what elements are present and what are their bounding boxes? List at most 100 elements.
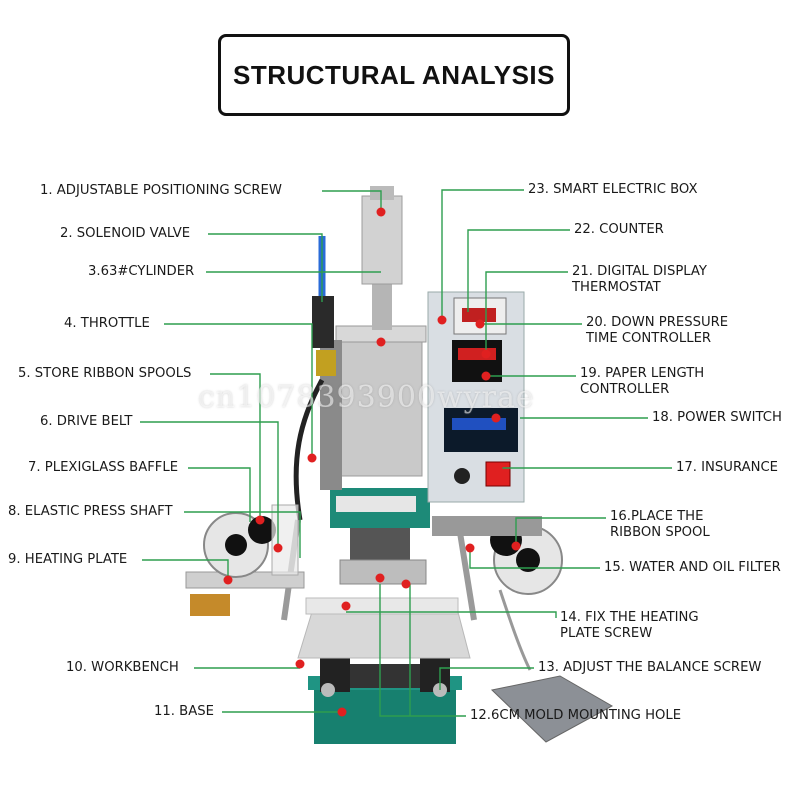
dot-9 [223, 575, 233, 585]
pedal-cable [498, 589, 532, 671]
throttle [316, 350, 336, 376]
label-9: 9. HEATING PLATE [8, 552, 128, 567]
dot-3 [376, 337, 386, 347]
label-20-line1: 20. DOWN PRESSURE [586, 315, 729, 330]
leader-l5 [210, 373, 261, 520]
dot-17 [493, 463, 503, 473]
label-15: 15. WATER AND OIL FILTER [604, 560, 781, 575]
dot-6 [273, 543, 283, 553]
head-plate [336, 496, 416, 512]
positioning-screw-top [370, 186, 394, 200]
cylinder-frame [320, 340, 342, 490]
label-2: 2. SOLENOID VALVE [60, 226, 191, 241]
dot-1 [376, 207, 386, 217]
label-11: 11. BASE [154, 704, 214, 719]
counter-display [462, 308, 496, 322]
foot-pedal [490, 675, 614, 743]
leader-l16 [515, 517, 606, 546]
label-21-line1: 21. DIGITAL DISPLAY [572, 264, 707, 279]
leader-l4 [164, 323, 313, 458]
insurance-fuse [454, 468, 470, 484]
heating-plate-body [350, 528, 410, 562]
label-21-line2: THERMOSTAT [572, 280, 661, 295]
leader-l2 [208, 233, 323, 302]
leader-l15 [469, 548, 600, 569]
machine-base [314, 686, 456, 744]
label-21: 21. DIGITAL DISPLAY THERMOSTAT [572, 264, 707, 296]
page-title: STRUCTURAL ANALYSIS [232, 59, 555, 90]
label-16-line2: RIBBON SPOOL [610, 525, 710, 540]
label-7: 7. PLEXIGLASS BAFFLE [28, 460, 179, 475]
leader-l6 [140, 421, 279, 548]
dot-11 [337, 707, 347, 717]
label-3: 3.63#CYLINDER [88, 264, 195, 279]
dot-19 [481, 371, 491, 381]
dot-4 [307, 453, 317, 463]
leader-l9 [142, 559, 229, 580]
label-22: 22. COUNTER [574, 222, 664, 237]
leader-lines [140, 189, 672, 717]
label-14-line1: 14. FIX THE HEATING [560, 610, 699, 625]
cylinder-body [339, 325, 423, 477]
label-1: 1. ADJUSTABLE POSITIONING SCREW [40, 183, 282, 198]
cylinder-rod [372, 280, 392, 330]
thermostat [452, 340, 502, 382]
label-13: 13. ADJUST THE BALANCE SCREW [538, 660, 762, 675]
title-box: STRUCTURAL ANALYSIS [218, 34, 570, 116]
label-16: 16.PLACE THE RIBBON SPOOL [610, 509, 710, 541]
dot-21 [481, 349, 491, 359]
label-16-line1: 16.PLACE THE [610, 509, 704, 524]
dot-12b [401, 579, 411, 589]
label-23: 23. SMART ELECTRIC BOX [528, 182, 698, 197]
dot-14 [341, 601, 351, 611]
balance-screw-left [321, 683, 335, 697]
dot-23 [437, 315, 447, 325]
label-17: 17. INSURANCE [676, 460, 778, 475]
ribbon-spool-left-inner [248, 516, 276, 544]
ribbon-spool-right-hub [516, 548, 540, 572]
label-14-line2: PLATE SCREW [560, 626, 653, 641]
label-6: 6. DRIVE BELT [40, 414, 133, 429]
leader-l23 [441, 189, 524, 320]
solenoid-valve [312, 296, 334, 348]
leader-l1 [322, 190, 382, 212]
label-4: 4. THROTTLE [64, 316, 150, 331]
leader-l13 [439, 667, 534, 690]
ribbon-arm-right [432, 516, 542, 536]
label-18: 18. POWER SWITCH [652, 410, 782, 425]
column-right [455, 519, 477, 621]
workbench [297, 611, 471, 659]
marker-dots [223, 207, 521, 717]
timer-display [452, 418, 506, 430]
leader-l7 [188, 467, 251, 522]
leader-l14 [346, 611, 557, 618]
dot-5 [255, 515, 265, 525]
plexiglass-baffle [271, 504, 299, 576]
base-inner [350, 664, 420, 688]
heating-plate-frame [339, 559, 427, 585]
watermark-text: cn1078393900wyrae [198, 380, 535, 415]
ribbon-clamp-left [190, 594, 230, 616]
ribbon-spool-left-hub [225, 534, 247, 556]
label-5: 5. STORE RIBBON SPOOLS [18, 366, 192, 381]
label-14: 14. FIX THE HEATING PLATE SCREW [560, 610, 699, 642]
label-10: 10. WORKBENCH [66, 660, 179, 675]
label-12: 12.6CM MOLD MOUNTING HOLE [470, 708, 682, 723]
label-20: 20. DOWN PRESSURE TIME CONTROLLER [586, 315, 728, 347]
leader-l12 [379, 584, 466, 717]
dot-18 [491, 413, 501, 423]
leader-l22 [467, 229, 570, 312]
label-8: 8. ELASTIC PRESS SHAFT [8, 504, 173, 519]
dot-15 [465, 543, 475, 553]
leader-l21 [485, 271, 568, 354]
dot-12a [375, 573, 385, 583]
label-20-line2: TIME CONTROLLER [586, 331, 712, 346]
label-19-line1: 19. PAPER LENGTH [580, 366, 705, 381]
dot-10 [295, 659, 305, 669]
dot-16 [511, 541, 521, 551]
air-hose-black [293, 378, 325, 521]
leader-l8 [184, 511, 301, 558]
label-19-line2: CONTROLLER [580, 382, 670, 397]
